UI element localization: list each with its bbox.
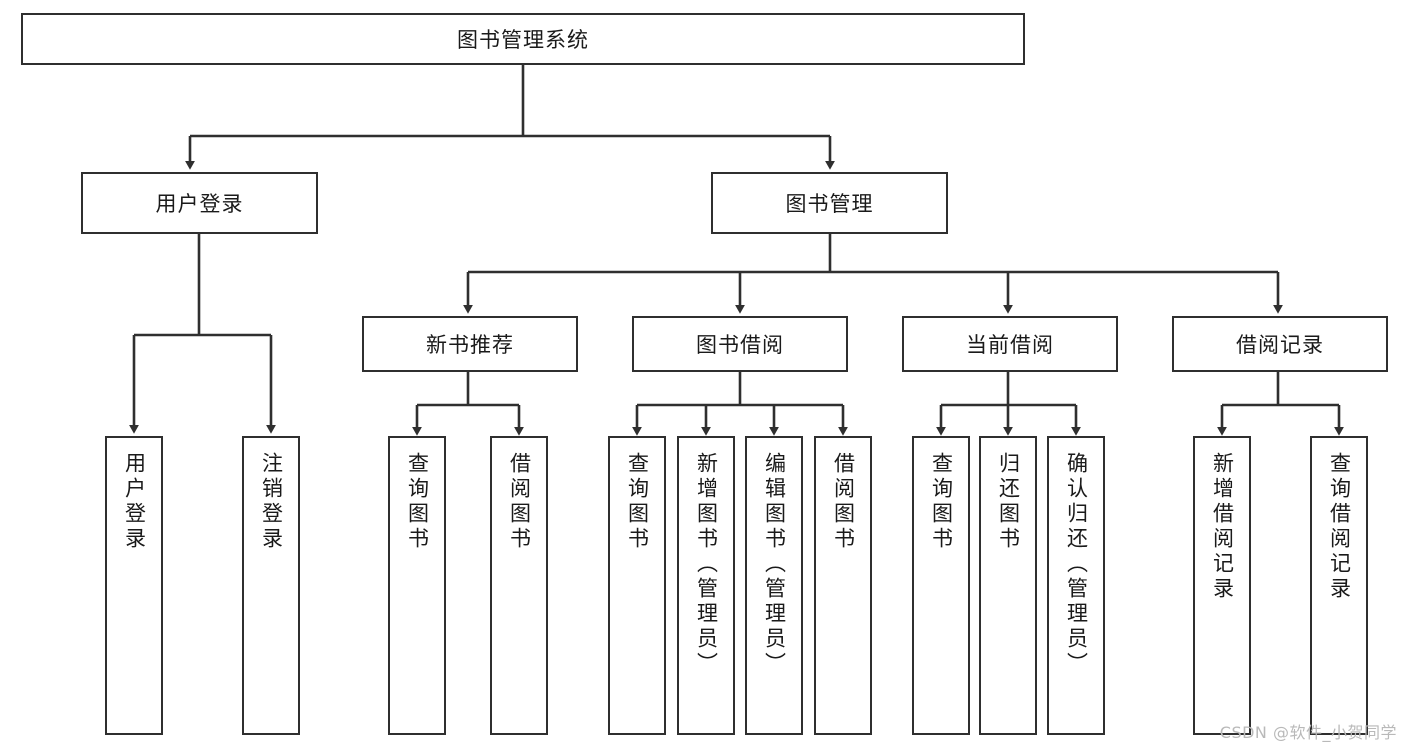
node-leaf-user-login[interactable]: 用户登录: [105, 436, 163, 735]
node-label: 查询图书: [929, 452, 954, 552]
node-leaf-edit-book[interactable]: 编辑图书（管理员）: [745, 436, 803, 735]
node-label: 查询图书: [625, 452, 650, 552]
node-leaf-query-book-1[interactable]: 查询图书: [388, 436, 446, 735]
node-label: 新增图书（管理员）: [694, 452, 719, 677]
node-label: 查询图书: [405, 452, 430, 552]
node-book-manage[interactable]: 图书管理: [711, 172, 948, 234]
node-user-login[interactable]: 用户登录: [81, 172, 318, 234]
node-book-management-system[interactable]: 图书管理系统: [21, 13, 1025, 65]
node-label: 查询借阅记录: [1327, 452, 1352, 602]
node-label: 注销登录: [259, 452, 284, 552]
node-leaf-return-book[interactable]: 归还图书: [979, 436, 1037, 735]
node-leaf-add-record[interactable]: 新增借阅记录: [1193, 436, 1251, 735]
node-label: 当前借阅: [966, 333, 1054, 357]
node-label: 图书管理系统: [457, 28, 589, 52]
node-leaf-query-book-3[interactable]: 查询图书: [912, 436, 970, 735]
node-label: 用户登录: [155, 192, 244, 216]
node-new-book-recommend[interactable]: 新书推荐: [362, 316, 578, 372]
node-label: 新书推荐: [426, 333, 514, 357]
node-label: 借阅图书: [507, 452, 532, 552]
node-leaf-add-book[interactable]: 新增图书（管理员）: [677, 436, 735, 735]
node-label: 新增借阅记录: [1210, 452, 1235, 602]
node-label: 确认归还（管理员）: [1064, 452, 1089, 677]
node-leaf-query-record[interactable]: 查询借阅记录: [1310, 436, 1368, 735]
node-label: 图书管理: [785, 192, 874, 216]
node-label: 图书借阅: [696, 333, 784, 357]
node-leaf-borrow-book-1[interactable]: 借阅图书: [490, 436, 548, 735]
node-leaf-query-book-2[interactable]: 查询图书: [608, 436, 666, 735]
node-label: 归还图书: [996, 452, 1021, 552]
node-label: 借阅图书: [831, 452, 856, 552]
node-current-borrow[interactable]: 当前借阅: [902, 316, 1118, 372]
node-book-borrow[interactable]: 图书借阅: [632, 316, 848, 372]
node-borrow-record[interactable]: 借阅记录: [1172, 316, 1388, 372]
node-leaf-borrow-book-2[interactable]: 借阅图书: [814, 436, 872, 735]
node-leaf-confirm-return[interactable]: 确认归还（管理员）: [1047, 436, 1105, 735]
node-label: 借阅记录: [1236, 333, 1324, 357]
watermark: CSDN @软件_小贺同学: [1219, 723, 1397, 742]
node-leaf-logout-login[interactable]: 注销登录: [242, 436, 300, 735]
node-label: 编辑图书（管理员）: [762, 452, 787, 677]
node-label: 用户登录: [122, 452, 147, 552]
